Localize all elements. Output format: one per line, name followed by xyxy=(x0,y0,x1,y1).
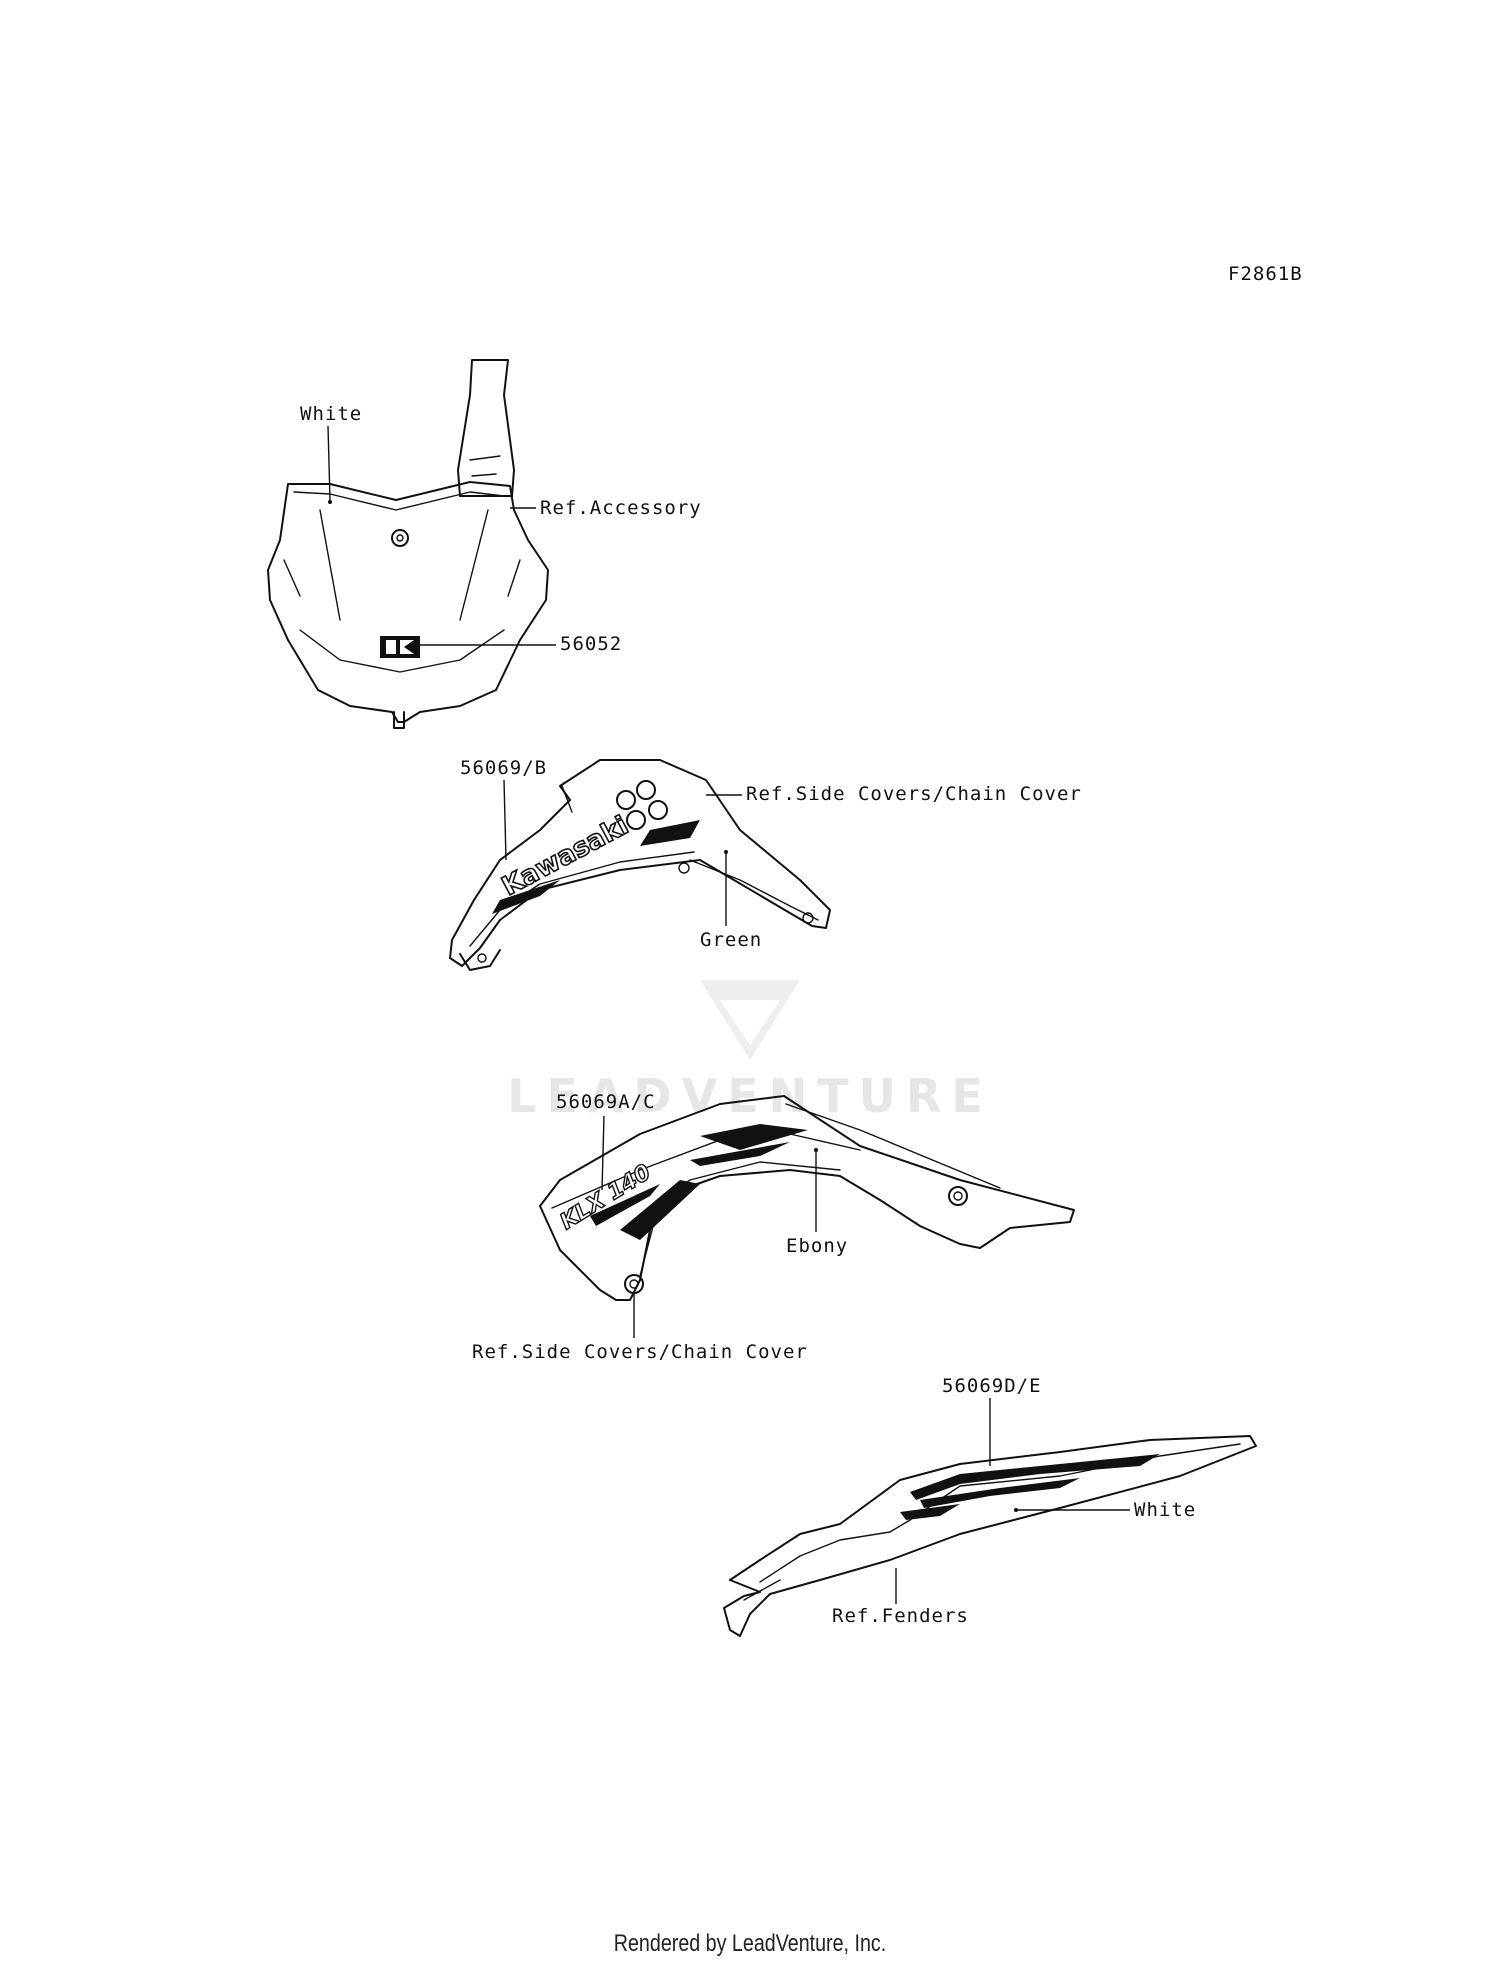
watermark-text: LEADVENTURE xyxy=(507,1069,993,1123)
shroud-ref-label: Ref.Side Covers/Chain Cover xyxy=(746,783,1082,805)
shroud-kawasaki-logo: Kawasaki xyxy=(497,811,633,903)
side-cover-part-number: 56069A/C xyxy=(556,1091,656,1113)
rear-fender xyxy=(723,1435,1257,1637)
side-cover-color-label: Ebony xyxy=(786,1235,848,1257)
footer-credit: Rendered by LeadVenture, Inc. xyxy=(613,1930,887,1957)
side-cover-ref-label: Ref.Side Covers/Chain Cover xyxy=(472,1341,808,1363)
side-cover: KLX 140 xyxy=(539,1095,1075,1301)
fender-ref-label: Ref.Fenders xyxy=(832,1605,969,1627)
leadventure-watermark: LEADVENTURE xyxy=(507,980,993,1123)
fender-part-number: 56069D/E xyxy=(942,1375,1042,1397)
fender-color-label: White xyxy=(1134,1499,1196,1521)
shroud-color-label: Green xyxy=(700,929,762,951)
shroud-part-number: 56069/B xyxy=(460,757,547,779)
figure-code: F2861B xyxy=(1228,263,1303,285)
plate-part-number: 56052 xyxy=(560,633,622,655)
plate-color-label: White xyxy=(300,403,362,425)
front-number-plate xyxy=(267,359,549,729)
plate-ref-label: Ref.Accessory xyxy=(540,497,702,519)
